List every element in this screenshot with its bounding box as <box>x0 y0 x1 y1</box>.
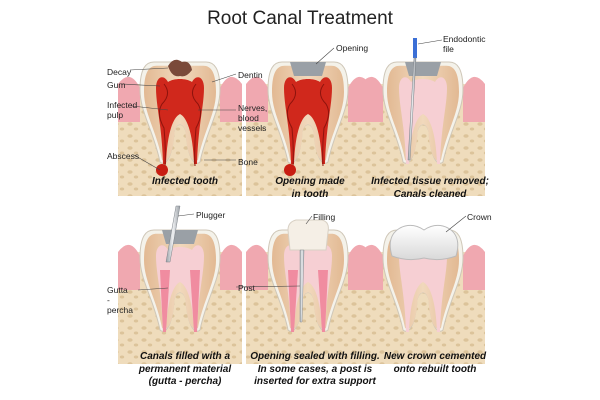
opening-cavity <box>290 62 326 76</box>
leader-line-4 <box>211 73 237 83</box>
label-abscess: Abscess <box>107 151 140 161</box>
leader-line-13 <box>445 215 467 233</box>
panel-0-pulp <box>156 77 204 164</box>
panel-4-gutta-left <box>288 270 298 332</box>
plugger <box>165 205 181 263</box>
caption-infected-tooth: Infected tooth <box>151 176 219 187</box>
leader-line-10 <box>137 287 169 291</box>
label-bone: Bone <box>238 157 258 167</box>
label-gum: Gum <box>107 80 126 90</box>
label-decay: Decay <box>107 67 132 77</box>
panel-5-pulp <box>399 245 447 332</box>
panel-3-gum-left <box>118 244 140 290</box>
panel-3-gutta-right <box>190 270 200 332</box>
label-plugger: Plugger <box>196 210 226 220</box>
panel-1-pulp <box>284 77 332 164</box>
panel-1-nerve-left <box>286 83 296 167</box>
leader-line-12 <box>235 285 301 288</box>
panel-0-nerve-left <box>158 83 168 167</box>
panel-1-gum-left <box>246 76 268 122</box>
panel-2-gum-right <box>463 76 485 122</box>
leader-line-2 <box>131 105 169 111</box>
panel-0-abscess <box>156 164 168 176</box>
panel-3-gutta-left <box>160 270 170 332</box>
panel-0-gum-right <box>220 76 242 122</box>
leader-line-1 <box>121 83 161 87</box>
panel-2-pulp <box>399 77 447 164</box>
label-gutta-percha: Gutta-percha <box>107 285 133 315</box>
label-post: Post <box>238 283 256 293</box>
endodontic-file <box>407 57 417 161</box>
panel-2-gum-left <box>361 76 383 122</box>
label-opening: Opening <box>336 43 369 53</box>
caption-tissue-removed: Infected tissue removed;Canals cleaned <box>371 176 489 200</box>
leader-line-8 <box>417 39 443 45</box>
opening-cavity-3 <box>162 230 198 244</box>
label-filling: Filling <box>313 212 336 222</box>
label-dentin: Dentin <box>238 70 263 80</box>
panel-3-pulp <box>156 245 204 332</box>
leader-line-11 <box>305 215 313 225</box>
panel-3-gum-right <box>220 244 242 290</box>
opening-cavity-2 <box>405 62 441 76</box>
panel-4-gutta-right <box>318 270 328 332</box>
panel-5-gum-left <box>361 244 383 290</box>
filling <box>287 219 329 251</box>
panel-4-pulp <box>284 245 332 332</box>
label-crown: Crown <box>467 212 492 222</box>
leader-line-0 <box>129 67 169 71</box>
panel-0-nerve-right <box>192 83 202 167</box>
leader-line-7 <box>315 47 335 65</box>
panel-1-nerve-right <box>320 83 330 167</box>
decay-spot <box>168 59 192 77</box>
crown <box>389 224 459 261</box>
panel-4-gum-left <box>246 244 268 290</box>
panel-5-gum-right <box>463 244 485 290</box>
caption-opening-sealed: Opening sealed with filling.In some case… <box>250 351 380 387</box>
leader-line-9 <box>177 213 195 217</box>
diagram-title: Root Canal Treatment <box>207 8 393 29</box>
panel-1-abscess <box>284 164 296 176</box>
file-handle <box>413 38 417 58</box>
panel-0-gum-left <box>118 76 140 122</box>
leader-line-3 <box>133 154 161 171</box>
post <box>299 249 305 323</box>
